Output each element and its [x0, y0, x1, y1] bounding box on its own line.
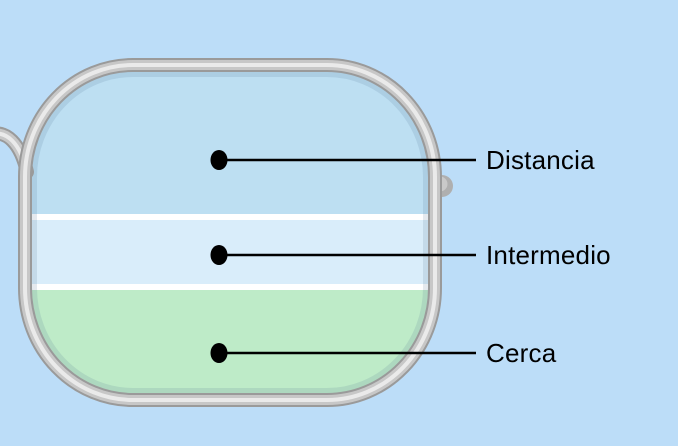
- callouts: [210, 150, 476, 363]
- lens-inner-shadow: [29, 69, 431, 396]
- callout-dot-near: [210, 343, 228, 363]
- label-cerca: Cerca: [486, 338, 557, 368]
- zone-distance: [25, 65, 435, 217]
- zone-divider-top: [25, 214, 435, 220]
- lens-zones: [25, 65, 435, 400]
- zone-near: [25, 287, 435, 400]
- zone-divider-bottom: [25, 284, 435, 290]
- callout-dot-intermediate: [210, 245, 228, 265]
- zone-intermediate: [25, 217, 435, 287]
- callout-dot-distance: [210, 150, 228, 170]
- label-intermedio: Intermedio: [486, 240, 611, 270]
- label-distancia: Distancia: [486, 145, 595, 175]
- frame-highlight: [23, 63, 437, 402]
- lens-frame: [18, 58, 442, 407]
